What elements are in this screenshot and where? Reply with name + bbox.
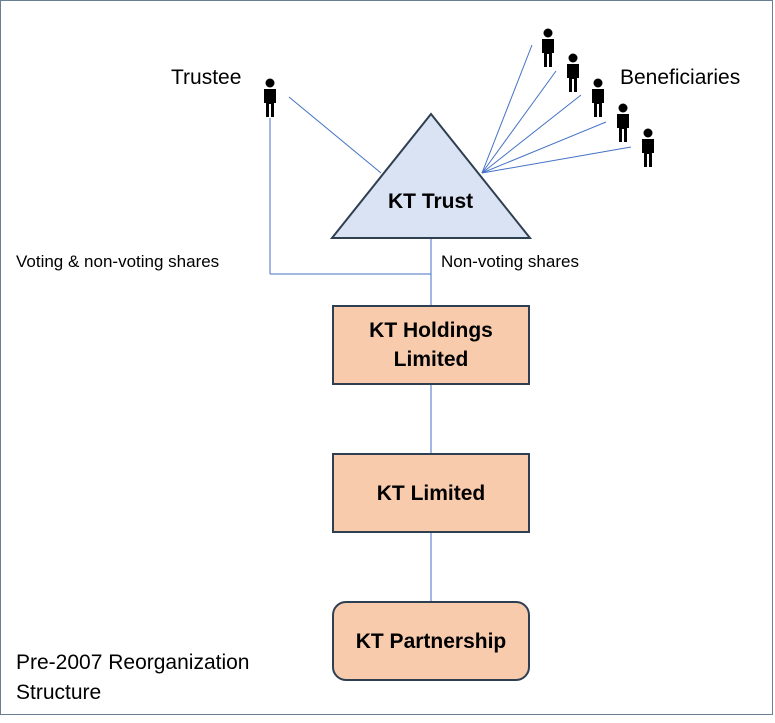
- trust-label: KT Trust: [388, 190, 474, 213]
- beneficiary-line-5: [481, 146, 632, 174]
- beneficiary-person-icon: [642, 128, 654, 167]
- trustee-label: Trustee: [171, 66, 242, 89]
- diagram-caption: Pre-2007 Reorganization Structure: [16, 651, 250, 704]
- beneficiary-person-icon: [617, 103, 629, 142]
- trustee-connector: [288, 96, 382, 174]
- limited-label: KT Limited: [376, 481, 486, 505]
- beneficiary-line-1: [481, 44, 533, 174]
- holdings-label: KT Holdings Limited: [369, 319, 493, 371]
- limited-box: KT Limited: [332, 453, 530, 533]
- trust-triangle: [329, 112, 533, 239]
- holdings-box: KT Holdings Limited: [332, 305, 530, 385]
- beneficiary-person-icon: [567, 53, 579, 92]
- trustee-person-icon: [264, 78, 276, 117]
- beneficiary-line-2: [481, 70, 557, 174]
- beneficiaries-label: Beneficiaries: [620, 66, 741, 89]
- partnership-box: KT Partnership: [332, 601, 530, 681]
- nonvoting-shares-label: Non-voting shares: [441, 252, 579, 271]
- beneficiary-line-4: [481, 121, 607, 174]
- partnership-label: KT Partnership: [355, 629, 507, 653]
- voting-shares-label: Voting & non-voting shares: [16, 252, 220, 271]
- beneficiary-person-icon: [592, 78, 604, 117]
- beneficiary-person-icon: [542, 28, 554, 67]
- beneficiary-line-3: [481, 94, 582, 174]
- connector-lines: [269, 44, 632, 601]
